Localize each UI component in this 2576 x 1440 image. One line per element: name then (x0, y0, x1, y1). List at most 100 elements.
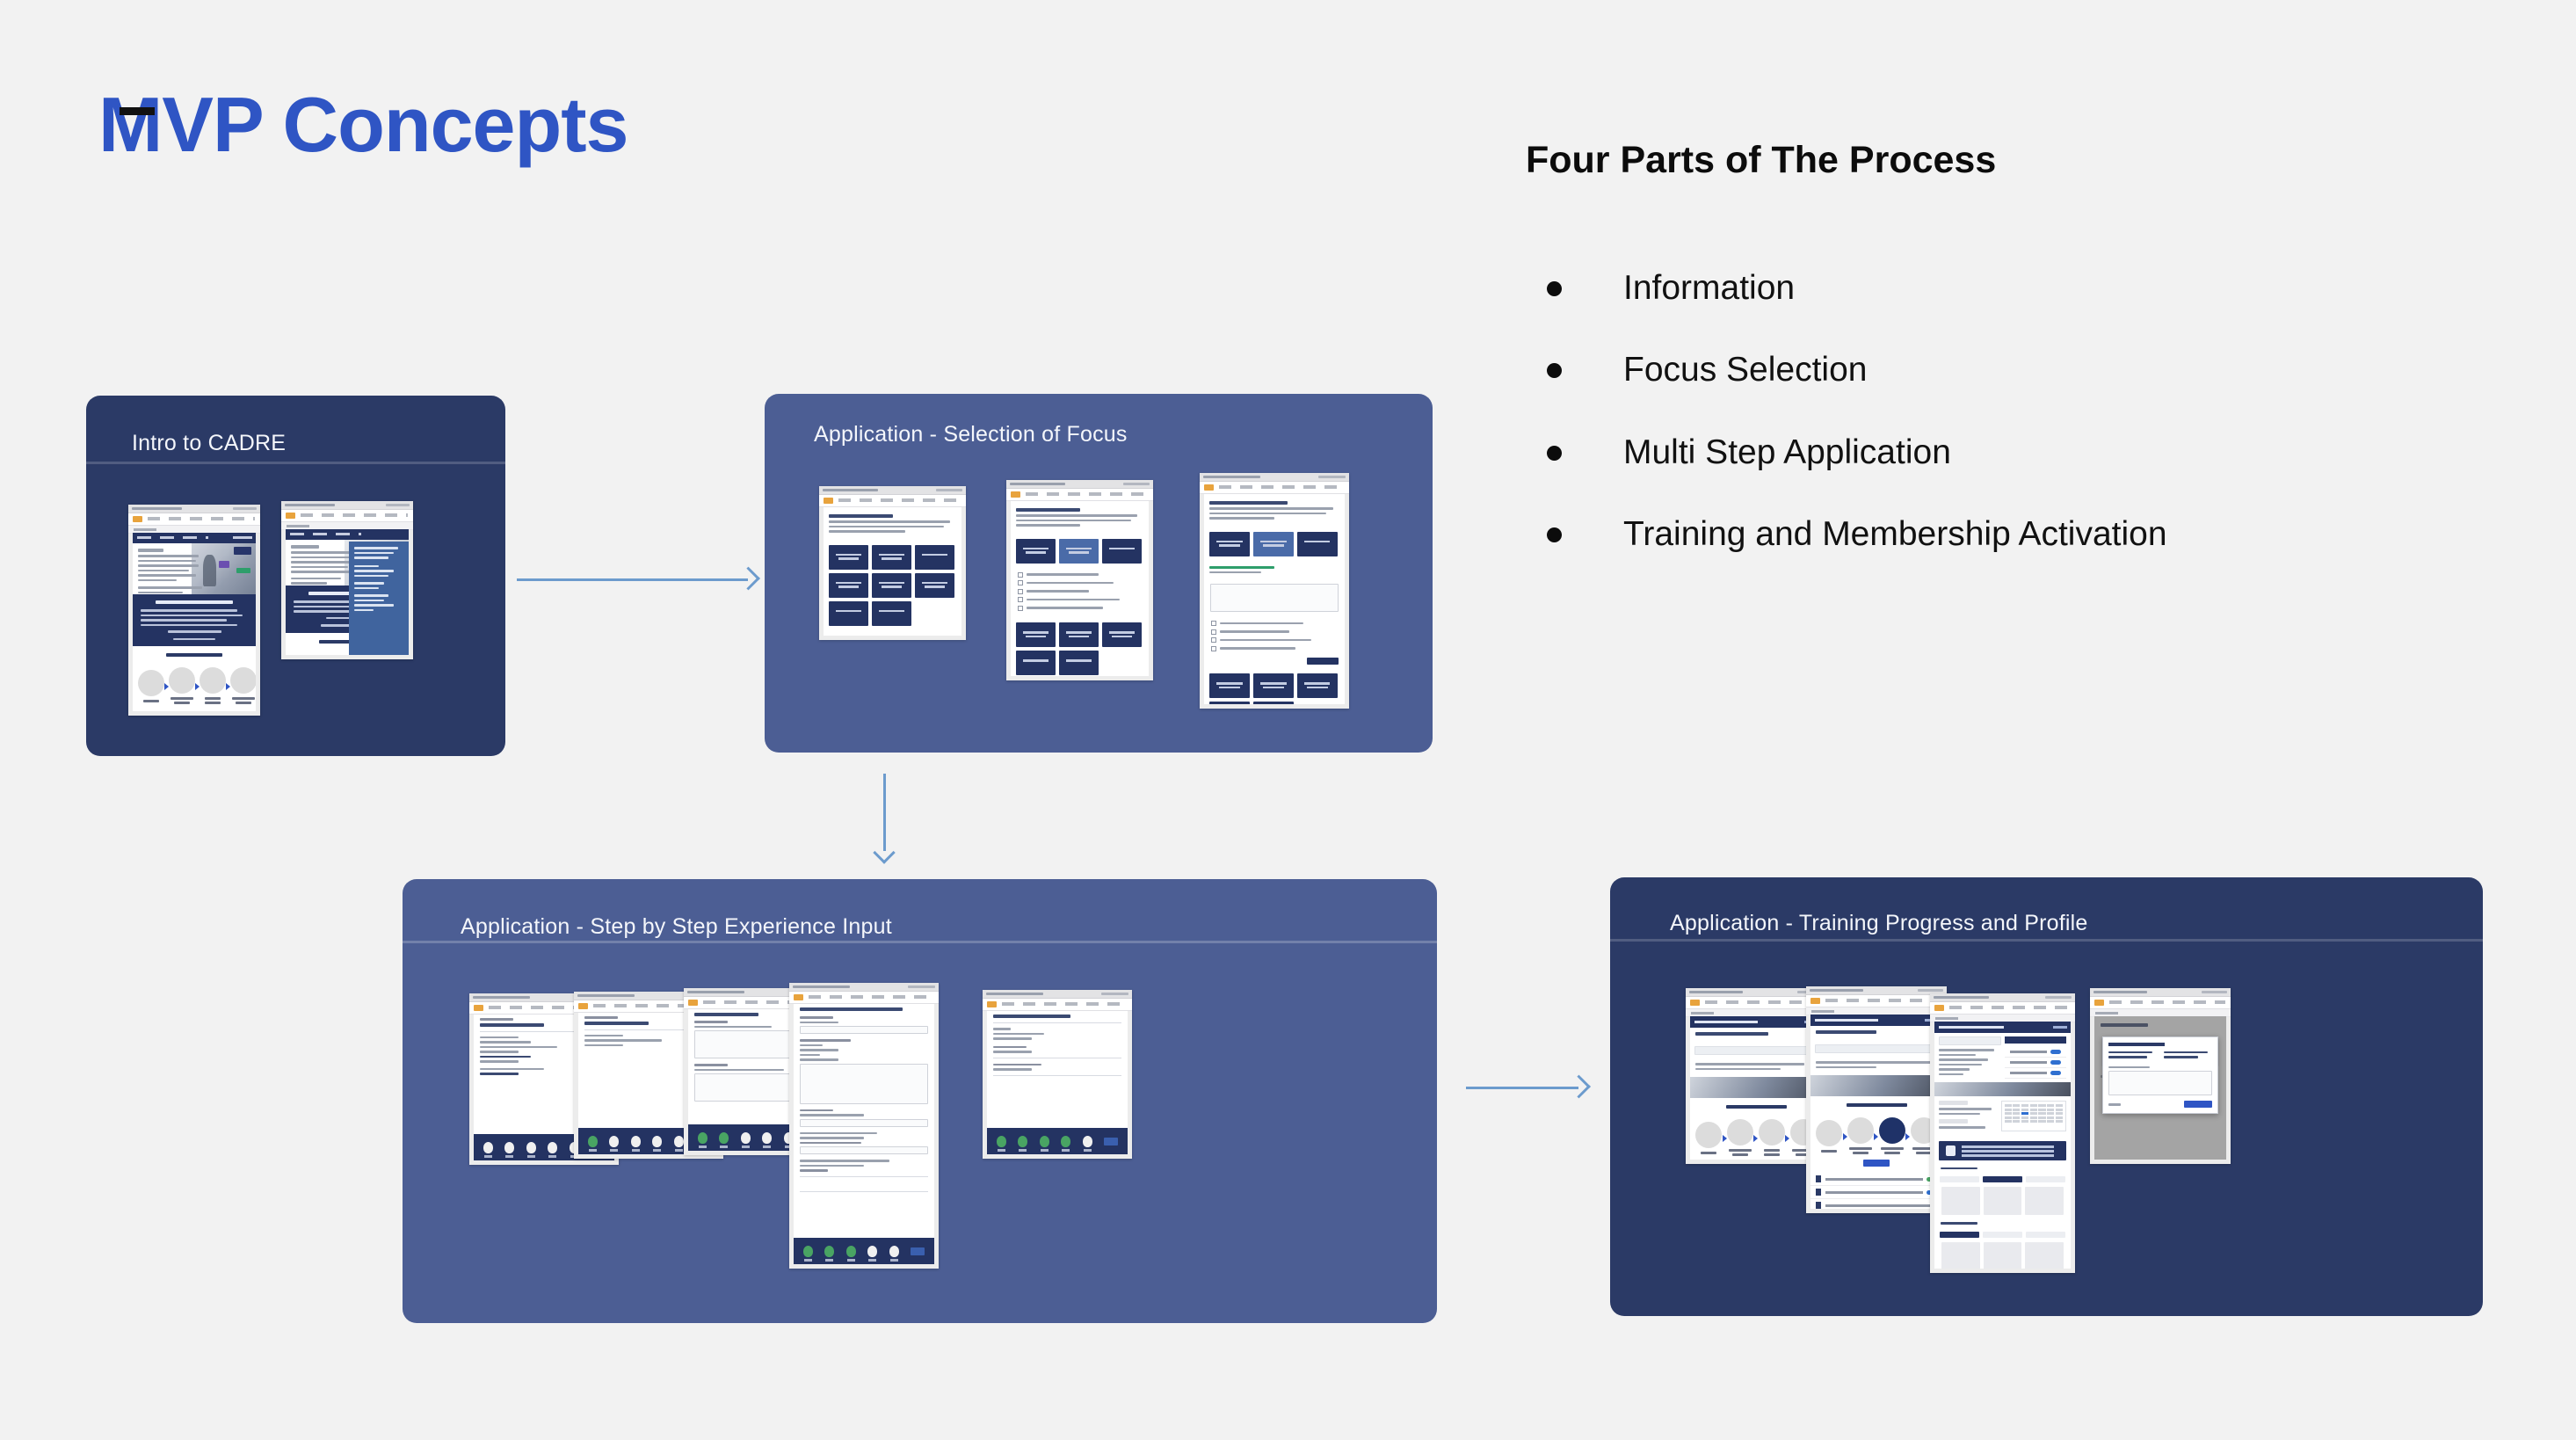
focus-tile[interactable] (1252, 673, 1294, 698)
list-item[interactable] (1810, 1173, 1942, 1186)
focus-tile[interactable] (914, 572, 954, 598)
browser-toolbar (1006, 489, 1153, 501)
step-dot[interactable] (783, 1131, 794, 1148)
step-dot-completed[interactable] (1061, 1135, 1071, 1152)
step-dot[interactable] (1082, 1135, 1092, 1152)
welcome-text (1810, 1026, 1942, 1041)
card-divider (1610, 939, 2483, 942)
search-input[interactable] (1694, 1046, 1818, 1055)
progress-circles (1810, 1109, 1942, 1160)
nav-links (703, 1000, 828, 1004)
modal-confirm-button[interactable] (2184, 1101, 2212, 1109)
focus-tile[interactable] (829, 572, 868, 598)
hero-section (133, 543, 256, 594)
focus-tile[interactable] (1296, 673, 1338, 698)
step-dot[interactable] (762, 1131, 773, 1148)
focus-tile[interactable] (1101, 622, 1142, 647)
tab-active[interactable] (1983, 1176, 2022, 1182)
calendar-widget[interactable] (2000, 1101, 2066, 1131)
site-nav-actions (233, 536, 252, 539)
focus-tile[interactable] (1016, 538, 1056, 564)
step-dot-completed[interactable] (996, 1135, 1006, 1152)
focus-tile[interactable] (1209, 531, 1250, 556)
focus-tile-selected[interactable] (1252, 531, 1294, 556)
tab[interactable] (1983, 1231, 2022, 1238)
progress-circle-active (1878, 1117, 1905, 1144)
browser-chrome (789, 983, 939, 992)
focus-tile[interactable] (1101, 538, 1142, 564)
step-circle (200, 667, 226, 694)
arrow-head-icon (1567, 1074, 1591, 1099)
step-dot[interactable] (483, 1141, 493, 1158)
search-input[interactable] (1939, 1036, 2001, 1045)
list-item[interactable] (2004, 1058, 2066, 1068)
focus-tile[interactable] (1209, 702, 1250, 704)
screen-mockup-with-modal (2090, 988, 2231, 1164)
select-field[interactable] (800, 1146, 928, 1154)
focus-tile[interactable] (1058, 651, 1099, 675)
select-field[interactable] (800, 1118, 928, 1127)
focus-tile-selected[interactable] (1058, 538, 1099, 564)
step-dot[interactable] (630, 1135, 641, 1152)
start-button[interactable] (1863, 1160, 1890, 1167)
modal-textarea[interactable] (2108, 1071, 2212, 1096)
browser-toolbar (983, 999, 1132, 1011)
notes-textarea[interactable] (1210, 584, 1339, 612)
focus-tile[interactable] (871, 572, 911, 598)
step-dot-completed[interactable] (802, 1245, 813, 1262)
focus-tile[interactable] (914, 544, 954, 570)
step-dot[interactable] (867, 1245, 878, 1262)
tab[interactable] (2026, 1231, 2065, 1238)
focus-tile[interactable] (871, 544, 911, 570)
step-dot-completed[interactable] (587, 1135, 598, 1152)
progress-circles (1690, 1110, 1822, 1160)
search-input[interactable] (1815, 1044, 1938, 1053)
focus-tile[interactable] (1252, 702, 1294, 704)
step-dot-completed[interactable] (1018, 1135, 1028, 1152)
list-item[interactable] (1810, 1199, 1942, 1209)
step-dot[interactable] (740, 1131, 751, 1148)
list-item[interactable] (1810, 1186, 1942, 1199)
focus-tile[interactable] (871, 600, 911, 626)
step-dot[interactable] (673, 1135, 684, 1152)
brand-logo-icon (1011, 491, 1020, 498)
page-content (1204, 494, 1345, 704)
focus-tile[interactable] (829, 600, 868, 626)
step-dot-completed[interactable] (697, 1131, 707, 1148)
focus-tile[interactable] (1058, 622, 1099, 647)
step-dot[interactable] (609, 1135, 620, 1152)
answer-textarea[interactable] (800, 1063, 928, 1104)
next-button[interactable] (911, 1247, 925, 1255)
step-dot-completed[interactable] (1039, 1135, 1049, 1152)
profile-header (1810, 1015, 1942, 1026)
checklist (1204, 617, 1345, 658)
step-dot[interactable] (526, 1141, 536, 1158)
submit-button[interactable] (1307, 658, 1339, 665)
step-dot[interactable] (548, 1141, 558, 1158)
focus-tile[interactable] (1296, 531, 1338, 556)
focus-tile[interactable] (829, 544, 868, 570)
focus-tile[interactable] (1016, 622, 1056, 647)
brand-logo-icon (1204, 484, 1214, 491)
submit-button[interactable] (1104, 1137, 1119, 1145)
side-panel (349, 542, 409, 655)
focus-tile[interactable] (1016, 651, 1056, 675)
list-item[interactable] (2004, 1047, 2066, 1058)
step-dot[interactable] (652, 1135, 663, 1152)
list-item[interactable] (2004, 1068, 2066, 1079)
modal-dialog[interactable] (2102, 1036, 2218, 1115)
step-dot[interactable] (889, 1245, 899, 1262)
step-dot-completed[interactable] (719, 1131, 729, 1148)
step-dot[interactable] (504, 1141, 515, 1158)
teams-banner[interactable] (1939, 1140, 2066, 1160)
tab-active[interactable] (1940, 1231, 1979, 1238)
step-dot-completed[interactable] (845, 1245, 856, 1262)
step-dot-completed[interactable] (824, 1245, 835, 1262)
card-grid (1934, 1185, 2071, 1220)
arrow-shaft (882, 774, 886, 851)
focus-tile[interactable] (1209, 673, 1250, 698)
tab[interactable] (2026, 1176, 2065, 1182)
select-field[interactable] (800, 1026, 928, 1034)
browser-toolbar (819, 495, 966, 507)
tab[interactable] (1940, 1176, 1979, 1182)
